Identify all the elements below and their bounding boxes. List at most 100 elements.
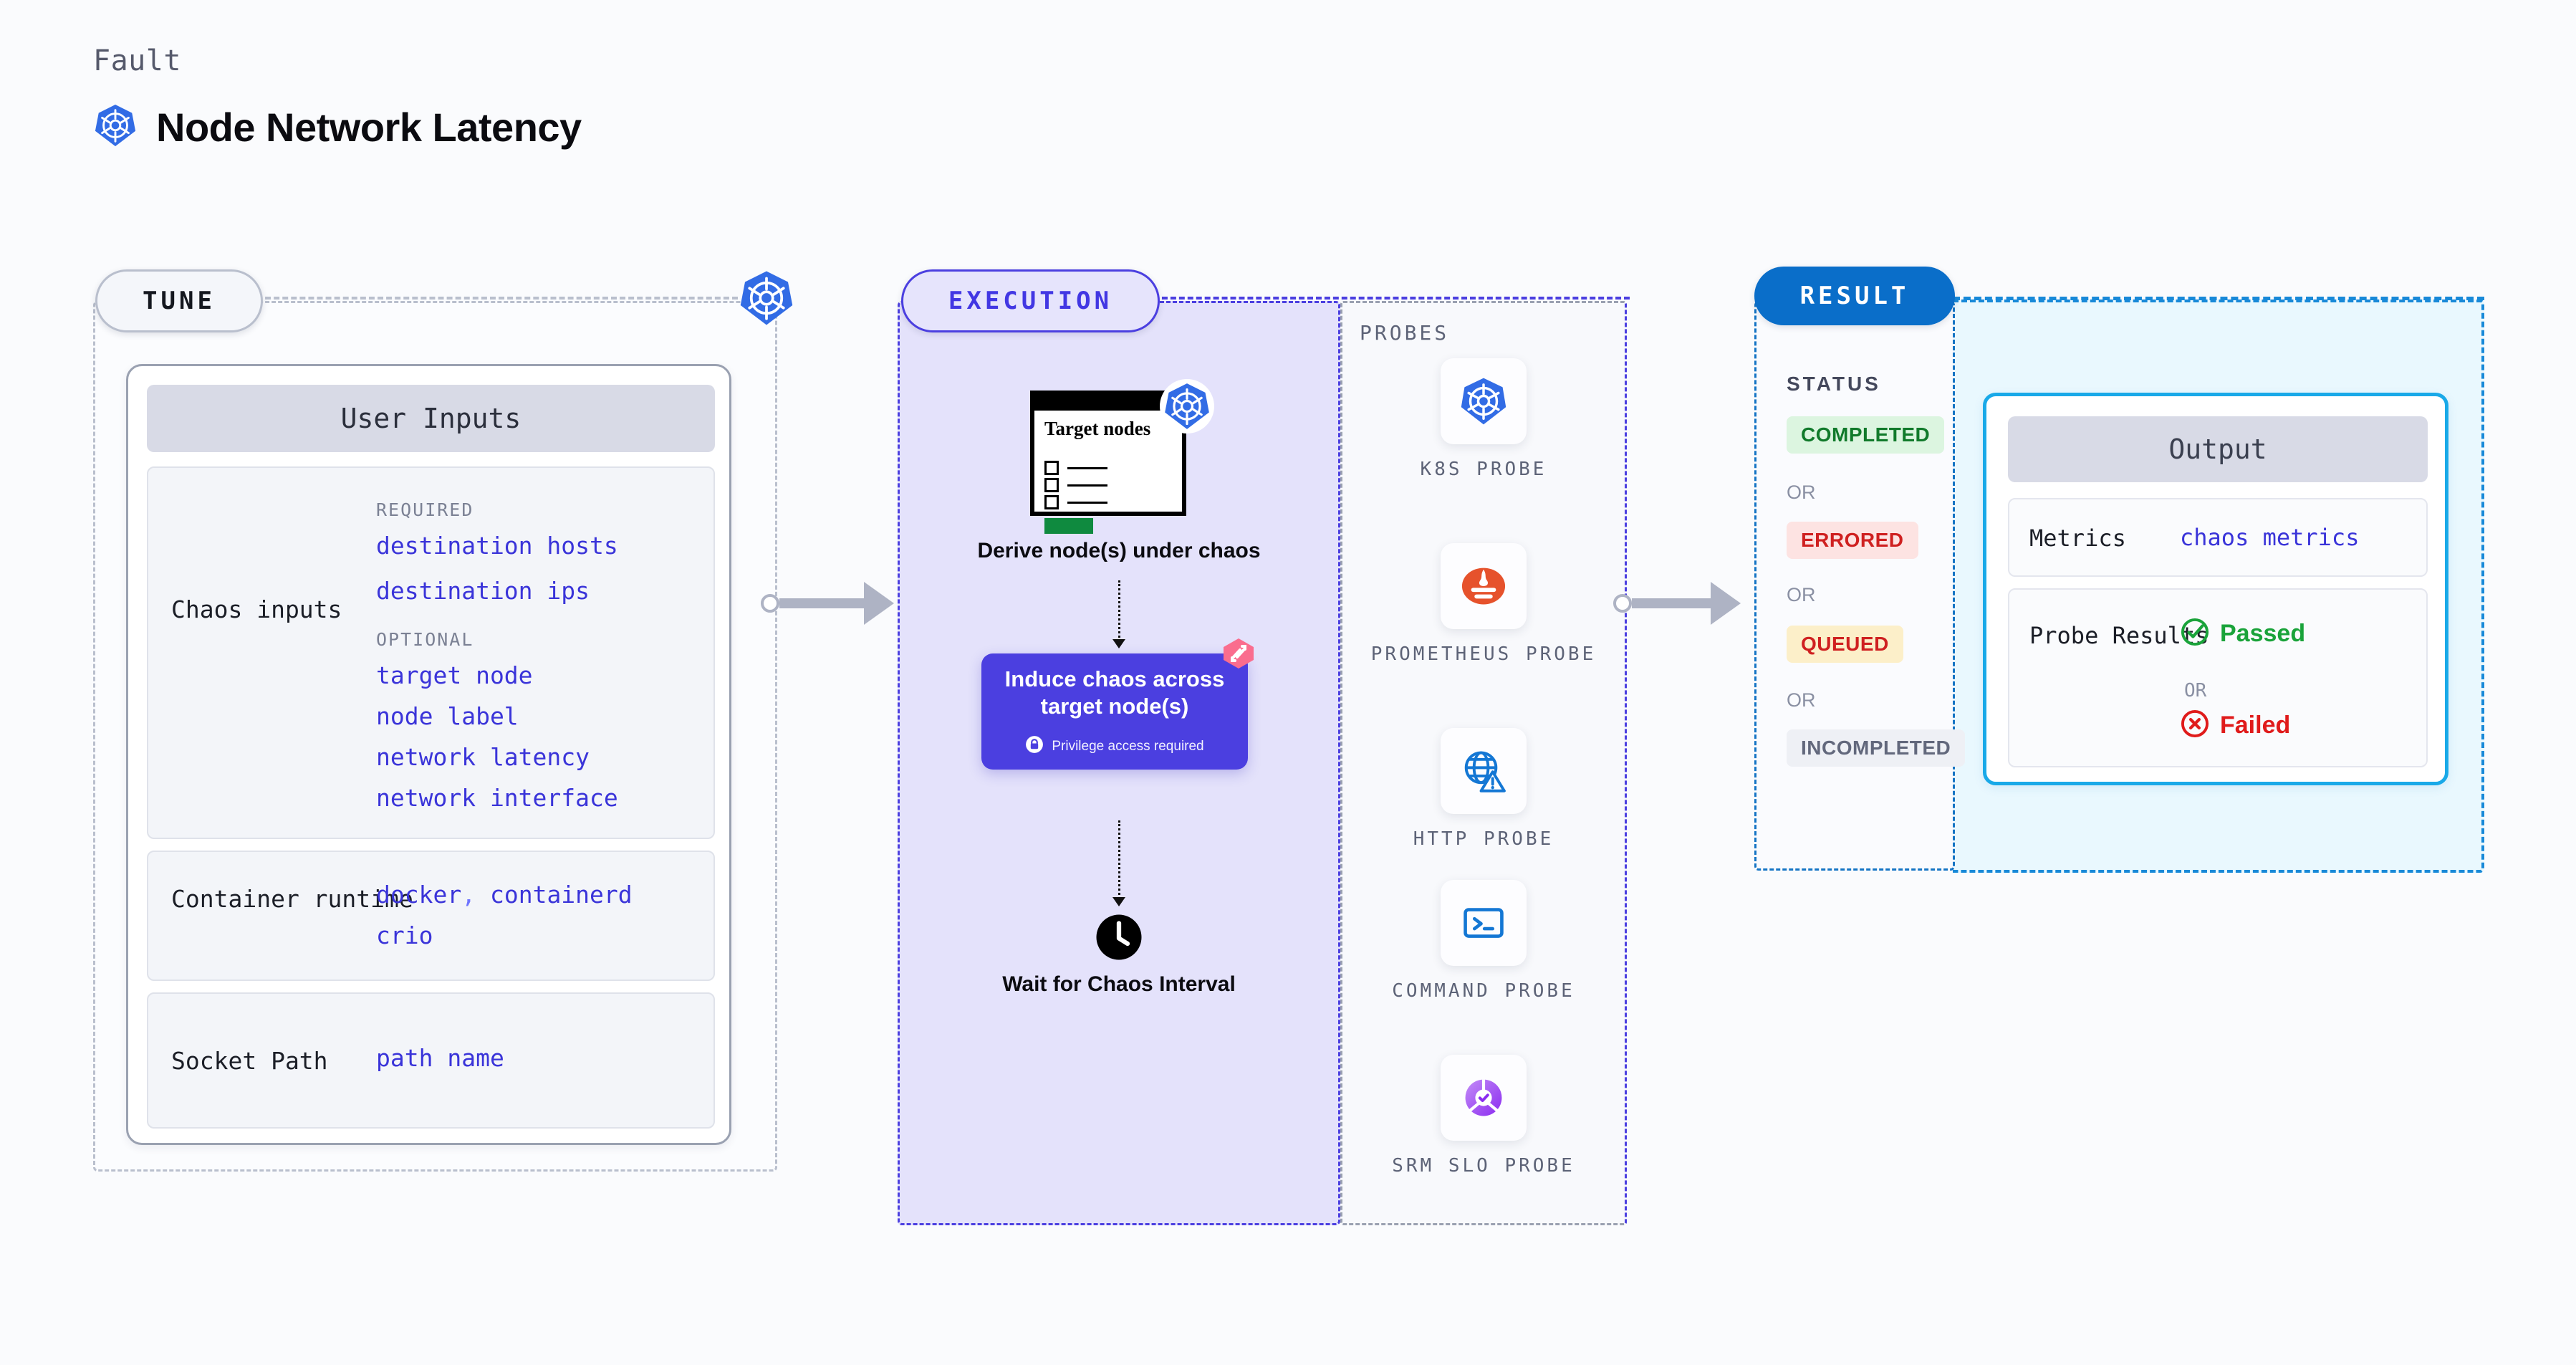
optional-heading: OPTIONAL bbox=[376, 629, 474, 650]
connector-dot bbox=[761, 594, 779, 613]
value-docker[interactable]: docker bbox=[376, 881, 462, 909]
row-line bbox=[1067, 484, 1107, 487]
value-path-name[interactable]: path name bbox=[376, 1044, 504, 1072]
status-label: STATUS bbox=[1787, 373, 1881, 395]
step-label-derive-nodes: Derive node(s) under chaos bbox=[977, 539, 1261, 562]
container-runtime-group: Container runtime docker, containerd cri… bbox=[147, 851, 715, 981]
user-inputs-title: User Inputs bbox=[147, 385, 715, 452]
result-connector-line bbox=[1953, 297, 2484, 300]
container-runtime-label: Container runtime bbox=[171, 885, 413, 913]
lock-icon bbox=[1025, 735, 1044, 757]
privilege-badge: Privilege access required bbox=[1025, 735, 1204, 757]
srm-slo-icon bbox=[1441, 1055, 1527, 1141]
metrics-key: Metrics bbox=[2029, 525, 2126, 552]
socket-path-label: Socket Path bbox=[171, 1047, 328, 1075]
checkbox-icon[interactable] bbox=[1044, 461, 1059, 475]
page-header: Fault Node Network Latency bbox=[93, 44, 582, 151]
fault-kicker-label: Fault bbox=[93, 44, 181, 77]
status-badge-incompleted: INCOMPLETED bbox=[1787, 729, 1966, 767]
prometheus-icon bbox=[1441, 543, 1527, 629]
probe-results-key: Probe Results bbox=[2029, 622, 2209, 649]
flow-arrow bbox=[1118, 820, 1120, 899]
execution-flow: Target nodes Derive node(s) under chaos … bbox=[898, 301, 1340, 1225]
status-badge-queued: QUEUED bbox=[1787, 626, 1903, 663]
or-separator: OR bbox=[1787, 584, 1816, 605]
passed-label: Passed bbox=[2220, 620, 2306, 647]
status-bar-indicator bbox=[1044, 518, 1093, 534]
target-nodes-title: Target nodes bbox=[1044, 418, 1151, 439]
checkbox-row bbox=[1044, 461, 1107, 475]
tune-stage-badge[interactable]: TUNE bbox=[95, 269, 263, 332]
row-line bbox=[1067, 501, 1107, 504]
tune-connector-line bbox=[256, 297, 738, 300]
or-separator: OR bbox=[1787, 689, 1816, 711]
checkbox-icon[interactable] bbox=[1044, 478, 1059, 492]
checkbox-row bbox=[1044, 478, 1107, 492]
status-badge-errored: ERRORED bbox=[1787, 522, 1918, 559]
input-network-interface[interactable]: network interface bbox=[376, 784, 618, 812]
check-circle-icon bbox=[2180, 617, 2210, 651]
probe-label: K8S PROBE bbox=[1420, 459, 1547, 480]
connector-arrowhead bbox=[1711, 582, 1741, 625]
failed-label: Failed bbox=[2220, 712, 2291, 739]
step-label-wait-interval: Wait for Chaos Interval bbox=[1002, 972, 1236, 996]
output-card: Output Metrics chaos metrics Probe Resul… bbox=[1983, 393, 2448, 785]
probe-srm-slo[interactable]: SRM SLO PROBE bbox=[1340, 1055, 1627, 1179]
probe-label: HTTP PROBE bbox=[1413, 828, 1554, 850]
input-destination-ips[interactable]: destination ips bbox=[376, 577, 590, 605]
probe-label: PROMETHEUS PROBE bbox=[1370, 643, 1597, 665]
x-circle-icon bbox=[2180, 709, 2210, 742]
probe-k8s[interactable]: K8S PROBE bbox=[1340, 358, 1627, 482]
http-globe-warning-icon bbox=[1441, 728, 1527, 814]
input-network-latency[interactable]: network latency bbox=[376, 743, 590, 771]
value-containerd[interactable]: containerd bbox=[489, 881, 633, 909]
container-runtime-values-row1[interactable]: docker, containerd bbox=[376, 881, 633, 909]
kubernetes-icon bbox=[1441, 358, 1527, 444]
probe-http[interactable]: HTTP PROBE bbox=[1340, 728, 1627, 852]
kubernetes-icon bbox=[93, 103, 138, 151]
privilege-text: Privilege access required bbox=[1052, 738, 1204, 754]
status-badge-completed: COMPLETED bbox=[1787, 416, 1945, 454]
probes-label: PROBES bbox=[1360, 321, 1450, 345]
flow-arrow bbox=[1118, 580, 1120, 641]
page-title: Node Network Latency bbox=[156, 105, 582, 150]
required-heading: REQUIRED bbox=[376, 499, 474, 520]
metrics-value[interactable]: chaos metrics bbox=[2180, 524, 2360, 551]
kubernetes-icon bbox=[1163, 382, 1211, 431]
flow-arrowhead bbox=[1112, 897, 1125, 906]
checkbox-icon[interactable] bbox=[1044, 495, 1059, 509]
chaos-inputs-label: Chaos inputs bbox=[171, 595, 342, 623]
input-target-node[interactable]: target node bbox=[376, 661, 533, 689]
user-inputs-card: User Inputs Chaos inputs REQUIRED destin… bbox=[126, 364, 731, 1145]
kubernetes-icon bbox=[738, 269, 795, 327]
input-destination-hosts[interactable]: destination hosts bbox=[376, 532, 618, 560]
connector-tune-to-execution bbox=[761, 582, 894, 625]
checkbox-row bbox=[1044, 495, 1107, 509]
connector-bar bbox=[779, 598, 864, 608]
chaos-inputs-group: Chaos inputs REQUIRED destination hosts … bbox=[147, 466, 715, 839]
value-separator: , bbox=[461, 881, 476, 909]
probe-prometheus[interactable]: PROMETHEUS PROBE bbox=[1340, 543, 1627, 667]
value-crio[interactable]: crio bbox=[376, 921, 433, 949]
result-stage-frame bbox=[1754, 301, 1955, 871]
output-title: Output bbox=[2008, 416, 2428, 482]
probe-result-failed: Failed bbox=[2180, 709, 2290, 742]
result-stage-badge[interactable]: RESULT bbox=[1754, 267, 1955, 325]
harness-icon bbox=[1221, 636, 1256, 671]
title-row: Node Network Latency bbox=[93, 103, 582, 151]
output-row-metrics: Metrics chaos metrics bbox=[2008, 498, 2428, 577]
clock-icon bbox=[1093, 911, 1145, 963]
flow-arrowhead bbox=[1112, 639, 1125, 648]
target-nodes-card: Target nodes bbox=[1030, 379, 1214, 534]
connector-arrowhead bbox=[864, 582, 894, 625]
execution-stage-badge[interactable]: EXECUTION bbox=[901, 269, 1160, 332]
output-row-probe-results: Probe Results Passed OR Failed bbox=[2008, 588, 2428, 767]
connector-bar bbox=[1632, 598, 1711, 608]
or-separator: OR bbox=[2184, 680, 2207, 701]
probe-command[interactable]: COMMAND PROBE bbox=[1340, 880, 1627, 1004]
connector-dot bbox=[1613, 594, 1632, 613]
step-induce-chaos[interactable]: Induce chaos across target node(s) Privi… bbox=[981, 653, 1248, 770]
input-node-label[interactable]: node label bbox=[376, 702, 519, 730]
socket-path-group: Socket Path path name bbox=[147, 992, 715, 1129]
step-label-induce-chaos: Induce chaos across target node(s) bbox=[1004, 666, 1225, 719]
